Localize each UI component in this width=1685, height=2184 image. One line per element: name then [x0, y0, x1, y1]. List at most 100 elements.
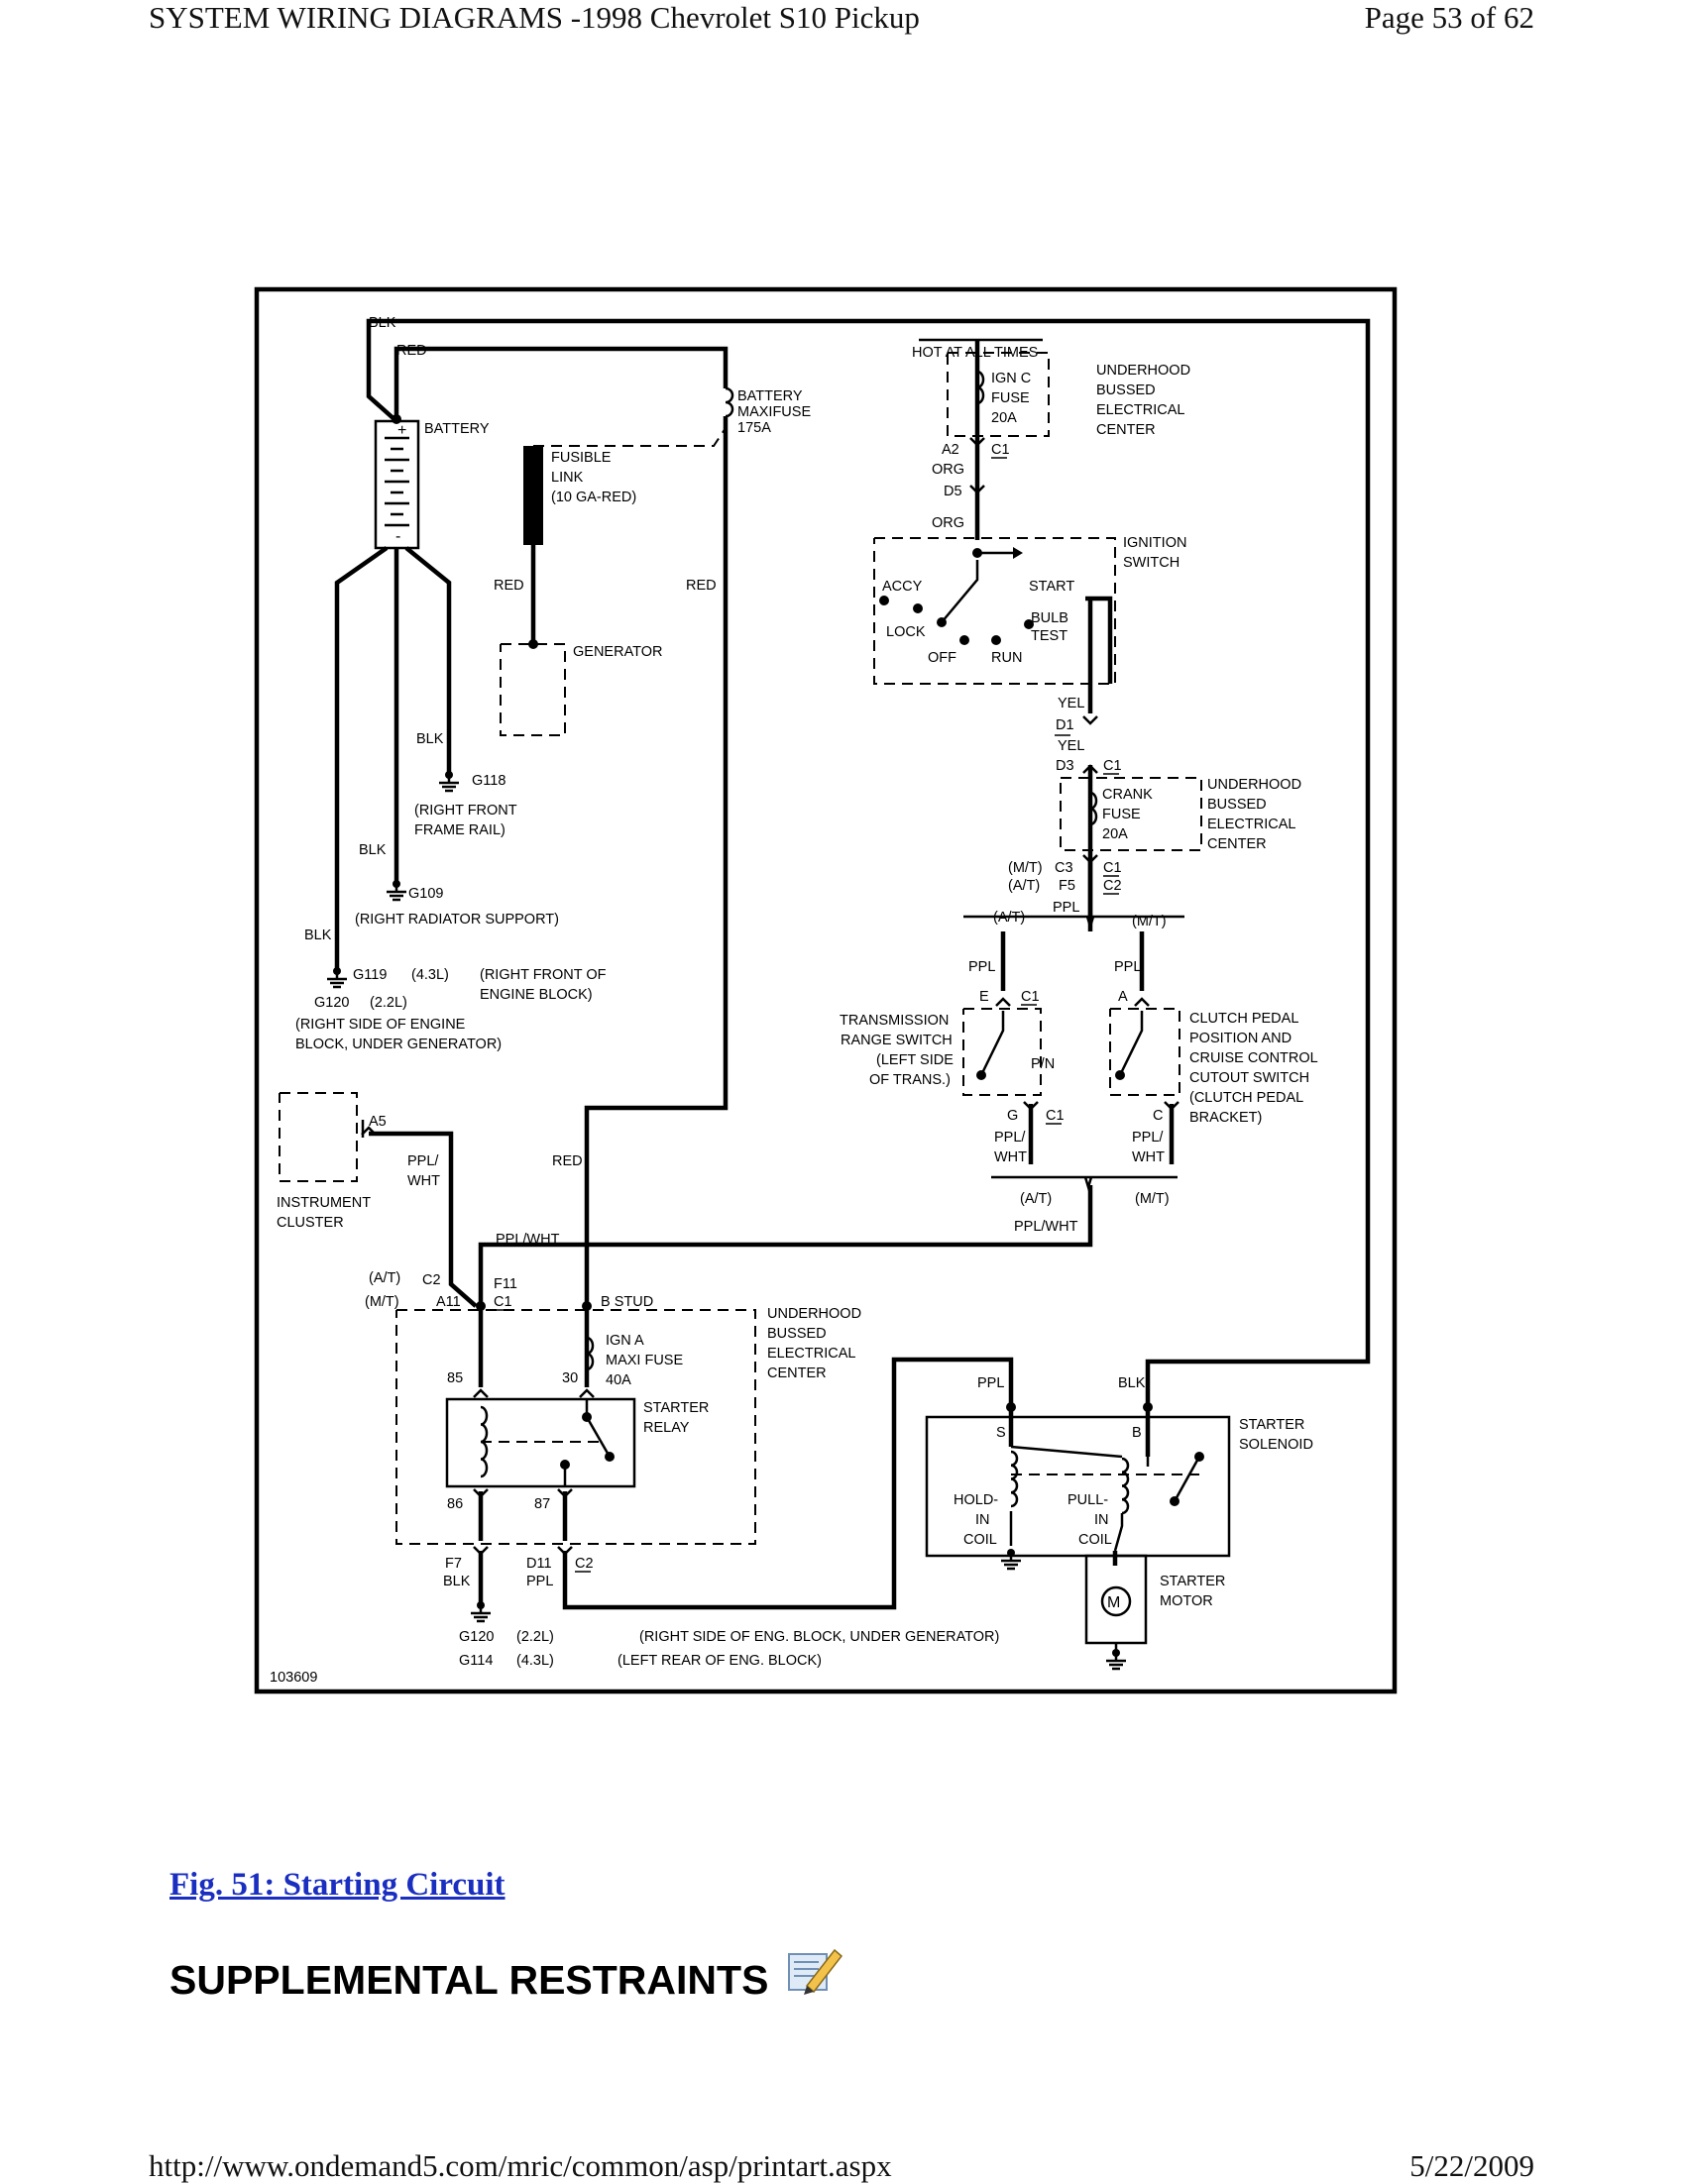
thin-line [941, 560, 979, 623]
junction-dot [1143, 1402, 1153, 1412]
diagram-label: D1 [1056, 717, 1074, 733]
diagram-label: COIL [963, 1532, 997, 1548]
thin-line [473, 1546, 489, 1556]
dashed-outline [962, 1008, 1042, 1096]
wire [584, 416, 729, 1308]
diagram-label: BULB [1031, 610, 1068, 626]
thin-line [579, 1388, 595, 1398]
diagram-label: (2.2L) [370, 995, 407, 1011]
diagram-label: G120 [314, 995, 349, 1011]
diagram-label: (2.2L) [516, 1629, 554, 1645]
diagram-label: A11 [436, 1294, 461, 1310]
diagram-label: BLK [369, 315, 396, 331]
page-header-title: SYSTEM WIRING DIAGRAMS -1998 Chevrolet S… [149, 0, 920, 35]
diagram-label: HOLD- [954, 1492, 998, 1508]
crank-fuse-symbol [1089, 791, 1098, 826]
diagram-label: ELECTRICAL [1096, 402, 1184, 418]
diagram-label: BLK [304, 928, 332, 943]
thin-line [585, 1399, 612, 1458]
thin-line [1134, 997, 1150, 1007]
thin-line [1010, 1445, 1123, 1459]
diagram-label: BLK [1118, 1375, 1146, 1391]
diagram-label: D11 [526, 1556, 552, 1572]
diagram-label: (10 GA-RED) [551, 490, 636, 505]
diagram-label: CRUISE CONTROL [1189, 1050, 1318, 1066]
dashed-outline [279, 1092, 358, 1182]
fusible-link [523, 446, 543, 545]
junction-dot [972, 548, 982, 558]
diagram-label: IGN A [606, 1333, 644, 1349]
thin-line [995, 997, 1011, 1007]
page-number: Page 53 of 62 [1364, 0, 1534, 35]
ign-a-fuse-symbol [586, 1336, 595, 1371]
thin-line [969, 485, 985, 494]
junction-dot [959, 635, 969, 645]
diagram-label: G114 [459, 1653, 493, 1669]
ign-c-fuse-symbol [976, 370, 985, 405]
diagram-label: (RIGHT SIDE OF ENG. BLOCK, UNDER GENERAT… [639, 1629, 999, 1645]
diagram-label: M [1107, 1594, 1120, 1611]
diagram-label: PPL [526, 1574, 553, 1589]
diagram-label: F11 [494, 1276, 517, 1292]
diagram-label: (M/T) [1132, 914, 1167, 929]
junction-dot [1115, 1070, 1125, 1080]
diagram-label: D5 [944, 484, 962, 499]
thin-line [1173, 1456, 1201, 1502]
diagram-label: BRACKET) [1189, 1110, 1262, 1126]
wire [478, 1185, 1093, 1306]
junction-dot [477, 1601, 485, 1609]
diagram-label: ORG [932, 462, 964, 478]
diagram-label: E [979, 989, 989, 1005]
diagram-label: (LEFT SIDE [876, 1052, 954, 1068]
diagram-frame [254, 286, 1398, 1694]
wire [334, 546, 389, 974]
junction-dot [1170, 1496, 1180, 1506]
starter-solenoid-box [925, 1415, 1231, 1558]
diagram-label: HOT AT ALL TIMES [912, 345, 1038, 361]
diagram-label: B STUD [601, 1294, 653, 1310]
diagram-label: CRANK [1102, 787, 1153, 803]
diagram-label: ELECTRICAL [767, 1346, 855, 1362]
diagram-label: G109 [408, 886, 443, 902]
diagram-label: (RIGHT RADIATOR SUPPORT) [355, 912, 559, 928]
junction-dot [1112, 1649, 1120, 1657]
junction-dot [560, 1460, 570, 1470]
junction-dot [528, 639, 538, 649]
diagram-label: PULL- [1067, 1492, 1108, 1508]
diagram-label: BATTERY [424, 421, 490, 437]
diagram-label: (RIGHT FRONT OF [480, 967, 607, 983]
edit-note-icon[interactable] [785, 1946, 844, 1998]
diagram-label: BUSSED [1096, 382, 1156, 398]
diagram-label: C1 [1103, 860, 1122, 876]
diagram-label: 86 [447, 1496, 463, 1512]
diagram-label: G120 [459, 1629, 494, 1645]
junction-dot [1194, 1452, 1204, 1462]
junction-dot [392, 414, 401, 424]
junction-dot [582, 1412, 592, 1422]
diagram-label: C1 [1103, 758, 1122, 774]
dashed-outline [1109, 1008, 1180, 1096]
diagram-label: G118 [472, 773, 506, 789]
junction-dot [1006, 1402, 1016, 1412]
diagram-label: PPL/WHT [496, 1232, 560, 1248]
diagram-label: 30 [562, 1370, 578, 1386]
diagram-label: C2 [575, 1556, 594, 1572]
diagram-label: C1 [1021, 989, 1040, 1005]
diagram-label: C2 [422, 1272, 441, 1288]
thin-line [1083, 1176, 1093, 1192]
figure-caption-link[interactable]: Fig. 51: Starting Circuit [169, 1867, 506, 1903]
section-heading: SUPPLEMENTAL RESTRAINTS [169, 1957, 769, 2003]
dashed-outline [533, 427, 727, 447]
diagram-label: START [1029, 579, 1074, 595]
diagram-label: ORG [932, 515, 964, 531]
diagram-label: 85 [447, 1370, 463, 1386]
diagram-label: F7 [445, 1556, 462, 1572]
diagram-label: 87 [534, 1496, 550, 1512]
arrow-head [1013, 547, 1023, 559]
diagram-label: (A/T) [993, 910, 1025, 926]
diagram-label: (M/T) [1135, 1191, 1170, 1207]
diagram-label: TRANSMISSION [840, 1013, 949, 1029]
thin-line [557, 1546, 573, 1556]
junction-dot [991, 635, 1001, 645]
diagram-label: C3 [1055, 860, 1073, 876]
